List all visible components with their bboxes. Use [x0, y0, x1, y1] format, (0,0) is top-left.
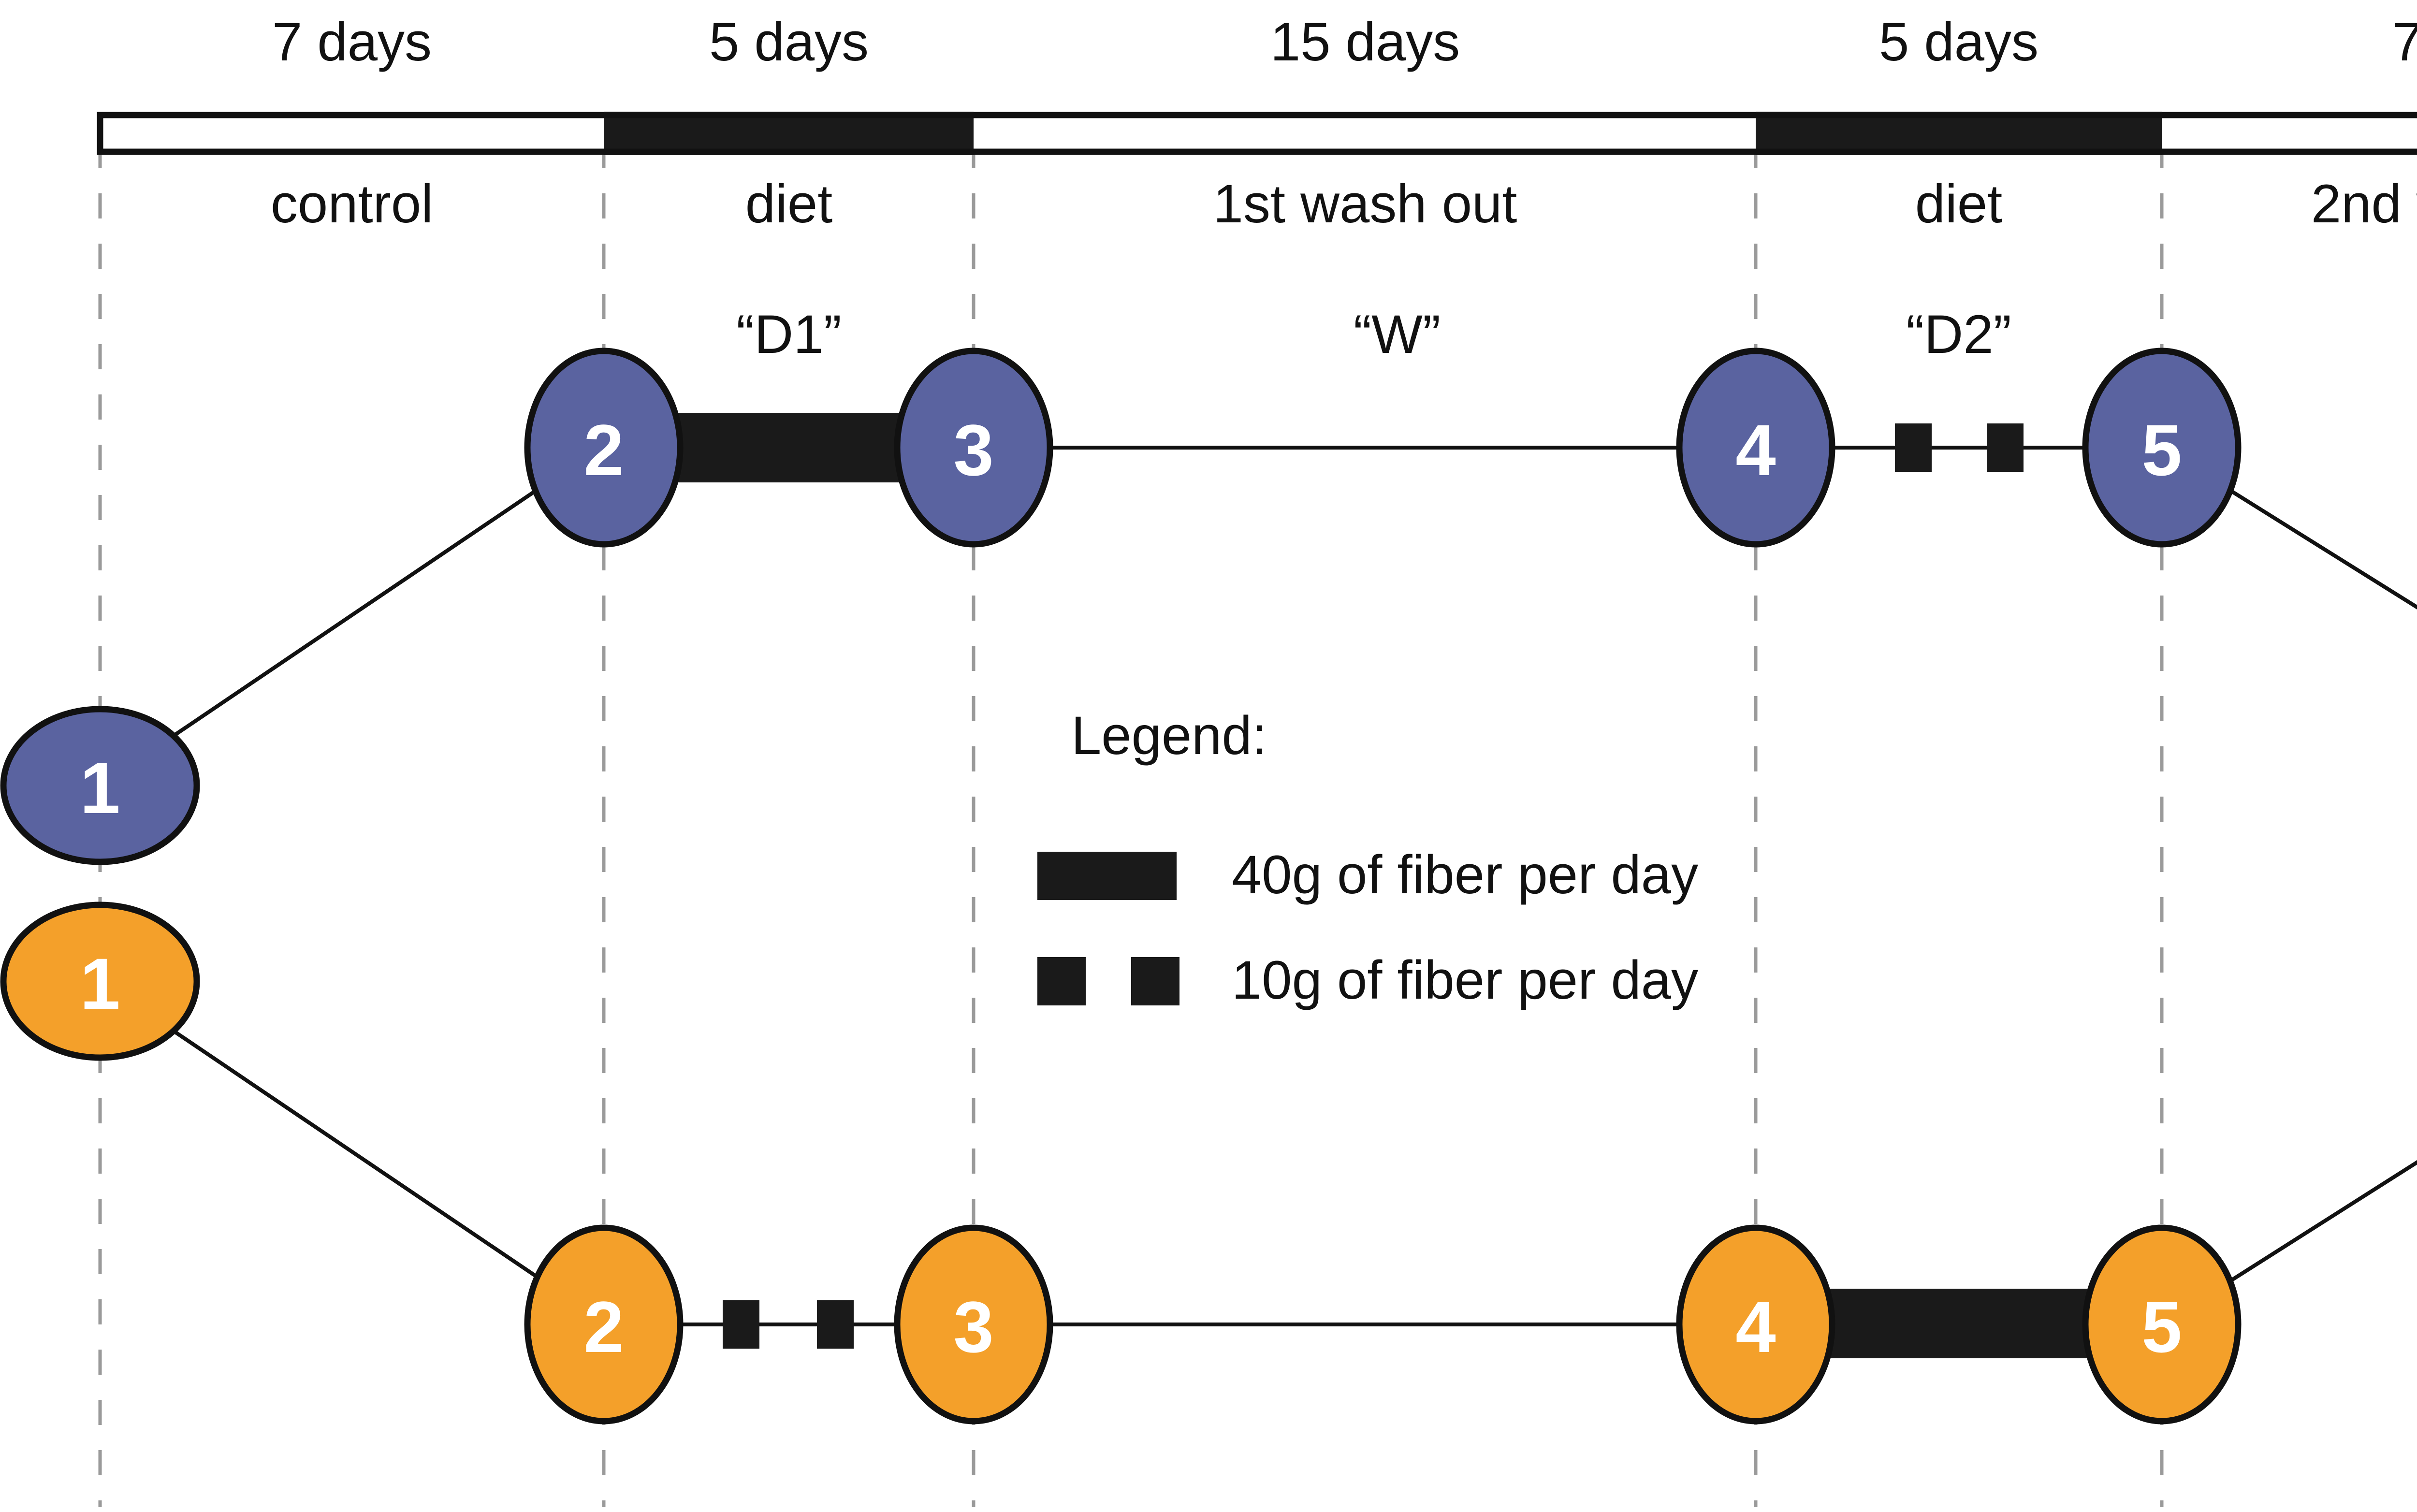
orange-node-5[interactable]: 5 [2082, 1224, 2242, 1425]
blue-node-4-label: 4 [1735, 409, 1776, 491]
legend-item-40g: 40g of fiber per day [1037, 844, 1698, 905]
orange-node-1-label: 1 [80, 943, 120, 1024]
blue-node-5-shape [2082, 348, 2242, 548]
phase-code-d1: “D1” [736, 304, 842, 364]
blue-node-2-label: 2 [583, 409, 624, 491]
orange-node-3[interactable]: 3 [894, 1224, 1053, 1425]
legend-item-10g: 10g of fiber per day [1037, 950, 1698, 1010]
blue-link-2-3-thickbar [630, 413, 948, 482]
orange-link-2-3-square-a [723, 1300, 759, 1349]
legend-swatch-square-a [1037, 957, 1086, 1005]
blue-node-5[interactable]: 5 [2082, 348, 2242, 548]
legend-swatch-square-b [1131, 957, 1179, 1005]
phase-label-3: diet [1915, 174, 2003, 234]
timeline-segment-diet-2-fill [1756, 112, 2162, 155]
orange-node-1[interactable]: 1 [0, 901, 200, 1061]
phase-label-1: diet [745, 174, 833, 234]
orange-node-2-label: 2 [583, 1286, 624, 1367]
blue-node-2[interactable]: 2 [524, 348, 684, 548]
blue-link-5-6 [2160, 446, 2417, 610]
orange-node-4[interactable]: 4 [1676, 1224, 1835, 1425]
duration-labels: 7 days 5 days 15 days 5 days 7 days [272, 12, 2417, 72]
blue-node-3-shape [894, 348, 1053, 548]
timeline-segment-washout-1 [974, 115, 1756, 152]
blue-link-4-5-square-b [1987, 423, 2024, 472]
legend-label-40g: 40g of fiber per day [1232, 844, 1698, 905]
blue-node-3[interactable]: 3 [894, 348, 1053, 548]
blue-link-4-5-square-a [1895, 423, 1932, 472]
blue-node-1-shape [0, 706, 200, 865]
duration-label-3: 5 days [1879, 12, 2038, 72]
phase-label-2: 1st wash out [1213, 174, 1517, 234]
blue-link-4-5-dashed [1818, 423, 2103, 472]
blue-arm: 1 2 3 4 5 6 [0, 348, 2417, 865]
orange-node-2[interactable]: 2 [524, 1224, 684, 1425]
orange-node-5-label: 5 [2141, 1286, 2182, 1367]
legend-title: Legend: [1071, 705, 1267, 766]
phase-code-labels: “D1” “W” “D2” [736, 304, 2011, 364]
blue-node-4[interactable]: 4 [1676, 348, 1835, 548]
blue-node-4-shape [1676, 348, 1835, 548]
orange-node-2-shape [524, 1224, 684, 1425]
blue-node-2-shape [524, 348, 684, 548]
blue-node-5-label: 5 [2141, 409, 2182, 491]
phase-labels: control diet 1st wash out diet 2nd wash … [271, 174, 2417, 234]
timeline-segment-washout-2 [2162, 115, 2417, 152]
legend: Legend: 40g of fiber per day 10g of fibe… [1037, 705, 1698, 1010]
orange-link-2-3-square-b [817, 1300, 854, 1349]
orange-node-3-label: 3 [953, 1286, 993, 1367]
legend-swatch-solid-bar [1037, 852, 1177, 900]
orange-link-1-2 [99, 979, 605, 1324]
orange-link-4-5-thickbar [1791, 1289, 2135, 1358]
orange-link-5-6 [2160, 1160, 2417, 1326]
timeline-bar [97, 112, 2417, 155]
orange-node-3-shape [894, 1224, 1053, 1425]
orange-node-4-shape [1676, 1224, 1835, 1425]
phase-code-d2: “D2” [1906, 304, 2011, 364]
blue-node-1[interactable]: 1 [0, 706, 200, 865]
timeline-segment-control [100, 115, 604, 152]
phase-code-w: “W” [1354, 304, 1441, 364]
orange-node-4-label: 4 [1735, 1286, 1776, 1367]
blue-node-3-label: 3 [953, 409, 993, 491]
timeline-segment-diet-1-fill [604, 112, 974, 155]
duration-label-0: 7 days [272, 12, 432, 72]
blue-link-1-2 [99, 443, 605, 787]
duration-label-2: 15 days [1270, 12, 1460, 72]
duration-label-1: 5 days [709, 12, 869, 72]
phase-label-4: 2nd wash out [2311, 174, 2417, 234]
orange-arm: 1 2 3 4 5 6 [0, 901, 2417, 1425]
blue-node-1-label: 1 [80, 747, 120, 829]
phase-label-0: control [271, 174, 433, 234]
orange-link-2-3-dashed [667, 1300, 918, 1349]
orange-node-1-shape [0, 901, 200, 1061]
duration-label-4: 7 days [2392, 12, 2417, 72]
orange-node-5-shape [2082, 1224, 2242, 1425]
legend-label-10g: 10g of fiber per day [1232, 950, 1698, 1010]
